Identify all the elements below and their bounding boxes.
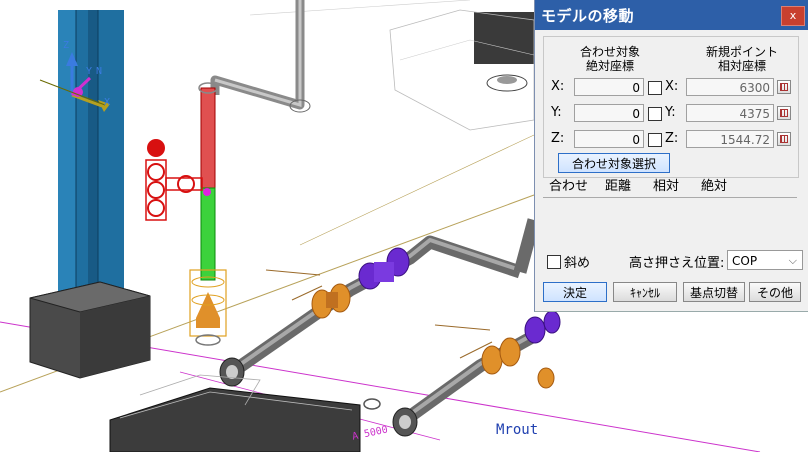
y-lock-checkbox[interactable] xyxy=(648,107,662,121)
orange-valve-1[interactable] xyxy=(311,283,351,319)
axis-gizmo xyxy=(39,52,110,112)
new-point-column-header: 新規ポイント 相対座標 xyxy=(690,45,794,73)
z-calculator-icon[interactable] xyxy=(777,132,791,146)
target-header-line2: 絶対座標 xyxy=(585,59,634,73)
axis-label-z: Z xyxy=(63,40,70,51)
axis-label-n: N xyxy=(96,66,103,77)
purple-valve-1[interactable] xyxy=(358,247,410,290)
target-z-field[interactable]: 0 xyxy=(574,130,644,148)
tab-align[interactable]: 合わせ xyxy=(549,179,589,194)
tab-absolute[interactable]: 絶対 xyxy=(701,179,728,194)
coordinates-group: 合わせ対象 絶対座標 新規ポイント 相対座標 X: 0 X: 6300 Y: 0… xyxy=(543,36,799,178)
main-pipe-route[interactable] xyxy=(219,218,541,387)
background-equipment xyxy=(389,9,535,131)
dimension-marks xyxy=(265,269,493,359)
row-y-label: Y: xyxy=(551,105,562,120)
axis-label-x: X xyxy=(104,97,111,108)
new-x-label: X: xyxy=(665,79,679,94)
tab-relative[interactable]: 相対 xyxy=(653,179,680,194)
target-x-field[interactable]: 0 xyxy=(574,78,644,96)
move-model-dialog[interactable]: モデルの移動 x 合わせ対象 絶対座標 新規ポイント 相対座標 X: 0 X: … xyxy=(534,0,808,312)
row-x-label: X: xyxy=(551,79,565,94)
column-base[interactable] xyxy=(29,281,151,379)
tab-distance[interactable]: 距離 xyxy=(605,179,632,194)
new-header-line2: 相対座標 xyxy=(717,59,766,73)
x-lock-checkbox[interactable] xyxy=(648,81,662,95)
tab-panel xyxy=(543,198,797,248)
chevron-down-icon: ⌵ xyxy=(788,254,797,267)
switch-base-point-button[interactable]: 基点切替 xyxy=(683,282,745,302)
new-x-field[interactable]: 6300 xyxy=(686,78,774,96)
new-header-line1: 新規ポイント xyxy=(705,45,778,59)
x-calculator-icon[interactable] xyxy=(777,80,791,94)
new-y-label: Y: xyxy=(665,105,676,120)
target-header-line1: 合わせ対象 xyxy=(579,45,640,59)
diagonal-checkbox[interactable] xyxy=(547,255,561,269)
bottom-tank xyxy=(109,374,381,452)
mode-tabs: 合わせ 距離 相対 絶対 xyxy=(543,177,797,198)
target-column-header: 合わせ対象 絶対座標 xyxy=(564,45,656,73)
ok-button[interactable]: 決定 xyxy=(543,282,607,302)
height-position-select[interactable]: COP ⌵ xyxy=(727,250,803,270)
upper-pipe-route[interactable] xyxy=(210,0,311,113)
close-button[interactable]: x xyxy=(781,6,805,26)
axis-label-y: Y xyxy=(86,66,93,77)
z-lock-checkbox[interactable] xyxy=(648,133,662,147)
steel-column[interactable] xyxy=(58,10,124,310)
height-position-label: 高さ押さえ位置: xyxy=(629,256,725,271)
y-calculator-icon[interactable] xyxy=(777,106,791,120)
selected-vertical-pipe[interactable] xyxy=(198,82,218,281)
target-y-field[interactable]: 0 xyxy=(574,104,644,122)
new-z-field[interactable]: 1544.72 xyxy=(686,130,774,148)
new-y-field[interactable]: 4375 xyxy=(686,104,774,122)
diagonal-label: 斜め xyxy=(564,256,591,271)
new-z-label: Z: xyxy=(665,131,679,146)
vertical-pipe-fitting[interactable] xyxy=(189,269,227,346)
other-button[interactable]: その他 xyxy=(749,282,801,302)
cancel-button[interactable]: ｷｬﾝｾﾙ xyxy=(613,282,677,302)
height-position-value: COP xyxy=(732,254,758,268)
select-target-button[interactable]: 合わせ対象選択 xyxy=(558,153,670,173)
row-z-label: Z: xyxy=(551,131,565,146)
dialog-titlebar[interactable]: モデルの移動 x xyxy=(535,0,808,30)
dialog-title: モデルの移動 xyxy=(541,7,635,25)
orange-valve-2[interactable] xyxy=(481,337,555,389)
model-label: Mrout xyxy=(496,422,539,438)
purple-valve-2[interactable] xyxy=(524,310,561,344)
red-valve-assembly[interactable] xyxy=(145,139,211,221)
